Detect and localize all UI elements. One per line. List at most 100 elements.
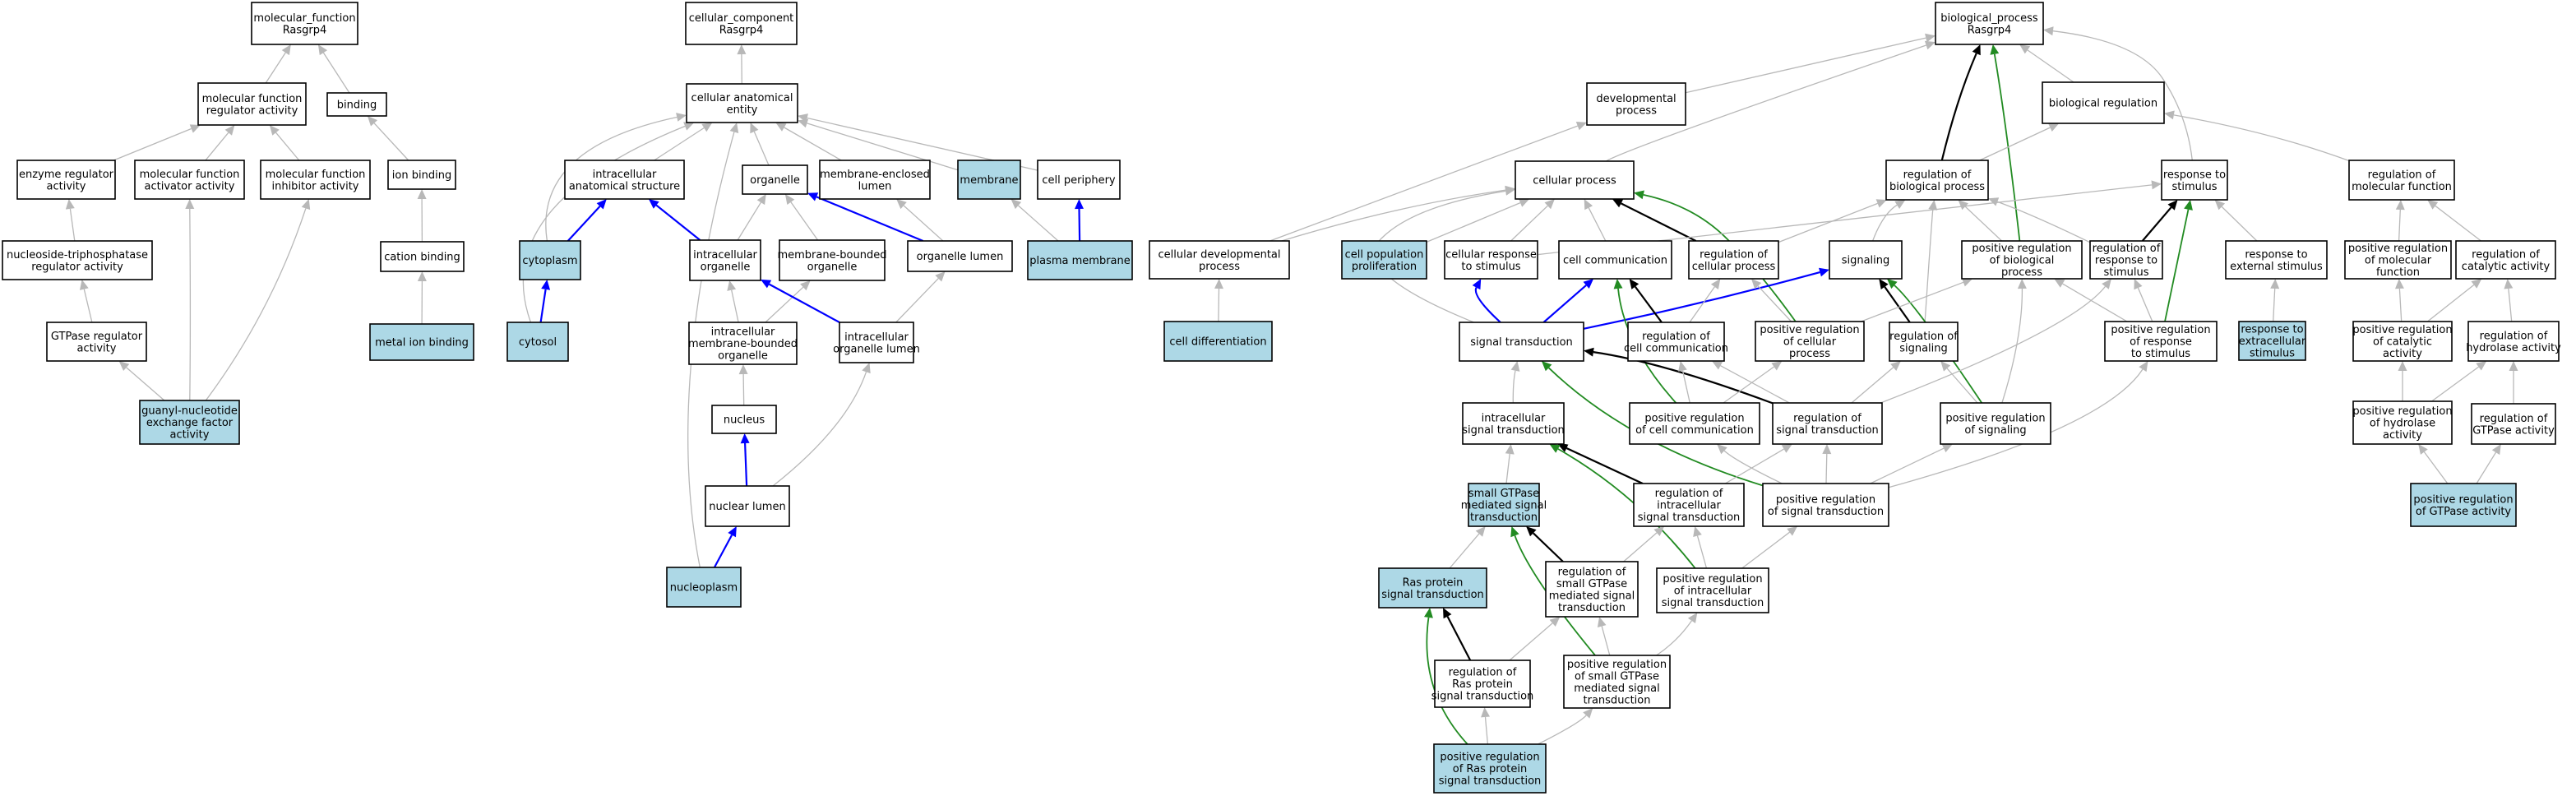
term-node-cell-proc[interactable]: cellular process: [1515, 160, 1635, 200]
edge-line: [1723, 366, 1774, 404]
term-label-line: activity: [47, 180, 86, 192]
edge-arrowhead: [1890, 361, 1901, 371]
edge-line: [1474, 287, 1501, 323]
edge-line: [1512, 370, 1516, 404]
edge-line: [2027, 49, 2074, 83]
term-label-line: plasma membrane: [1029, 255, 1131, 267]
term-node-membrane[interactable]: membrane: [957, 160, 1021, 200]
term-node-bio-reg[interactable]: biological regulation: [2042, 81, 2165, 124]
term-label-line: to stimulus: [1461, 261, 1520, 273]
term-node-periphery[interactable]: cell periphery: [1037, 160, 1121, 200]
edge-arrowhead: [1887, 279, 1898, 289]
term-node-nucleus[interactable]: nucleus: [711, 405, 777, 434]
term-node-cytosol[interactable]: cytosol: [506, 322, 569, 362]
edge-arrowhead: [1894, 200, 1906, 209]
term-node-nl[interactable]: nuclear lumen: [705, 485, 790, 527]
term-label-line: cell periphery: [1042, 174, 1116, 187]
term-node-cd[interactable]: cell differentiation: [1163, 321, 1273, 362]
edge-is-a: [2426, 279, 2482, 322]
term-box: [685, 2, 798, 45]
term-node-st[interactable]: signal transduction: [1459, 322, 1584, 362]
term-label-line: organelle lumen: [917, 251, 1004, 263]
term-node-ion-binding[interactable]: ion binding: [387, 160, 456, 190]
term-node-ol[interactable]: organelle lumen: [907, 240, 1013, 272]
term-node-binding[interactable]: binding: [326, 92, 387, 117]
term-box: [1755, 321, 1865, 362]
edge-arrowhead: [1653, 526, 1665, 536]
edge-is-a: [765, 280, 811, 323]
edge-arrowhead: [2019, 44, 2031, 54]
term-node-cytoplasm[interactable]: cytoplasm: [519, 240, 581, 280]
term-node-organelle[interactable]: organelle: [742, 164, 808, 195]
term-node-cc[interactable]: cell communication: [1558, 240, 1672, 280]
term-box-annotated: [506, 322, 569, 362]
term-label-line: cellular process: [1533, 175, 1616, 187]
term-node-signaling[interactable]: signaling: [1829, 240, 1903, 280]
term-box: [839, 322, 914, 363]
term-node-pm[interactable]: plasma membrane: [1027, 240, 1133, 280]
term-label-line: lumen: [858, 180, 892, 192]
term-label-line: entity: [727, 104, 758, 116]
edge-arrowhead: [2134, 279, 2143, 290]
term-node-cation-binding[interactable]: cation binding: [380, 241, 465, 272]
term-node-metal-ion[interactable]: metal ion binding: [369, 323, 474, 361]
term-node-np[interactable]: nucleoplasm: [666, 567, 742, 608]
edge-arrowhead: [1526, 526, 1537, 537]
edge-line: [807, 123, 959, 171]
term-label-line: of cellular: [1783, 336, 1837, 349]
